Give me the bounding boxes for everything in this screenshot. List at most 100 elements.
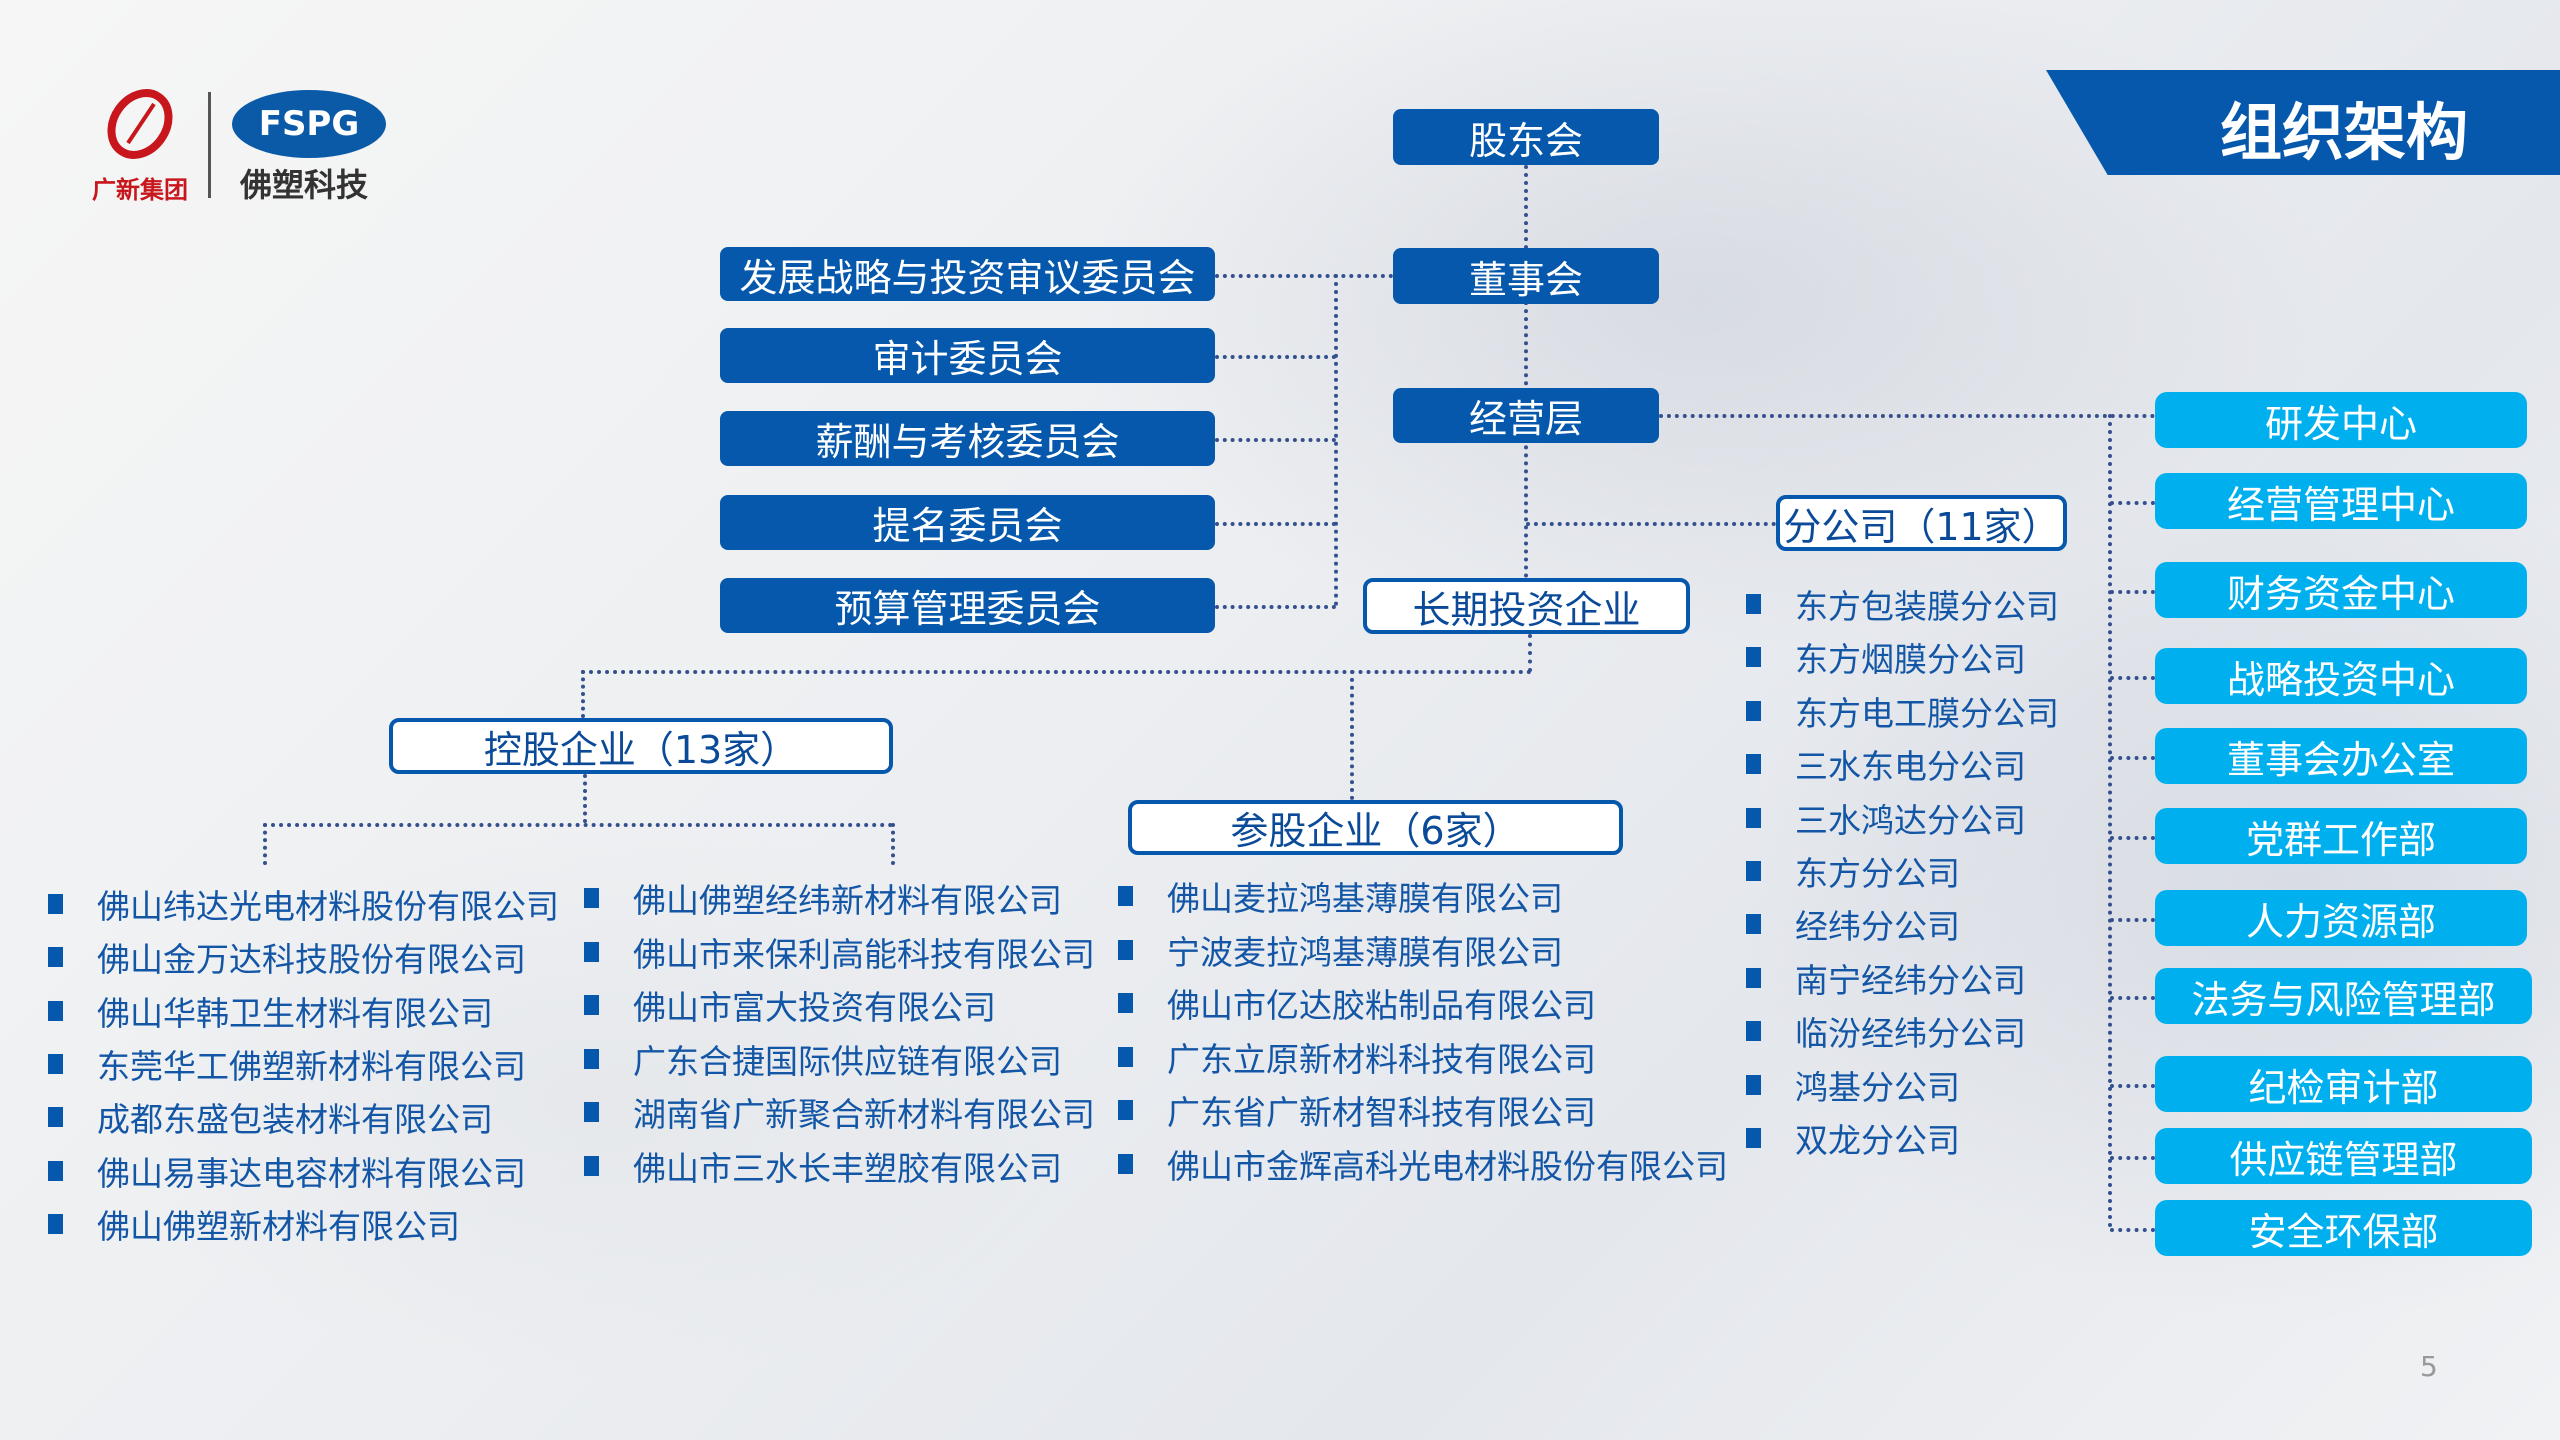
bullet-icon [1746, 967, 1761, 988]
bullet-icon [1746, 861, 1761, 881]
bullet-icon [1746, 647, 1761, 668]
list-item-label: 广东合捷国际供应链有限公司 [633, 1041, 1062, 1081]
list-item-label: 佛山纬达光电材料股份有限公司 [97, 887, 559, 926]
list-item: 广东省广新材智科技有限公司 [1118, 1086, 1596, 1134]
committee-strategy-investment[interactable]: 发展战略与投资审议委员会 [720, 247, 1215, 301]
title-banner [2046, 70, 2560, 175]
connector-line [2110, 1228, 2155, 1232]
list-item-label: 佛山佛塑新材料有限公司 [97, 1206, 460, 1246]
list-item: 佛山华韩卫生材料有限公司 [48, 987, 493, 1035]
bullet-icon [48, 1213, 63, 1234]
list-item: 三水鸿达分公司 [1746, 794, 2026, 842]
committee-audit[interactable]: 审计委员会 [720, 328, 1215, 383]
list-item: 南宁经纬分公司 [1746, 954, 2026, 1002]
bullet-icon [1746, 1074, 1761, 1095]
list-item: 佛山市来保利高能科技有限公司 [584, 928, 1095, 976]
department-box[interactable]: 安全环保部 [2155, 1200, 2532, 1256]
brand-name: 佛塑科技 [240, 166, 369, 204]
bullet-icon [1746, 807, 1761, 828]
bullet-icon [584, 995, 599, 1015]
list-item-label: 宁波麦拉鸿基薄膜有限公司 [1167, 932, 1563, 972]
list-item: 双龙分公司 [1746, 1114, 1960, 1162]
bullet-icon [1746, 914, 1761, 935]
connector-line [2110, 1156, 2155, 1160]
department-box[interactable]: 供应链管理部 [2155, 1128, 2532, 1184]
department-box[interactable]: 人力资源部 [2155, 890, 2527, 946]
department-box[interactable]: 党群工作部 [2155, 808, 2527, 864]
connector-line [2110, 501, 2155, 505]
list-item-label: 东方分公司 [1795, 854, 1960, 893]
bullet-icon [48, 1160, 63, 1181]
associate-companies-box[interactable]: 参股企业（6家） [1128, 800, 1623, 855]
bullet-icon [1746, 1128, 1761, 1148]
list-item-label: 双龙分公司 [1795, 1121, 1960, 1160]
committee-compensation[interactable]: 薪酬与考核委员会 [720, 411, 1215, 466]
board-of-directors-box[interactable]: 董事会 [1393, 248, 1659, 304]
list-item-label: 临汾经纬分公司 [1795, 1014, 2026, 1054]
list-item-label: 广东立原新材料科技有限公司 [1167, 1039, 1596, 1079]
list-item-label: 佛山市三水长丰塑胶有限公司 [633, 1148, 1062, 1188]
list-item-label: 东方烟膜分公司 [1795, 640, 2026, 680]
list-item: 佛山纬达光电材料股份有限公司 [48, 880, 559, 928]
department-box[interactable]: 经营管理中心 [2155, 473, 2527, 529]
list-item-label: 东方电工膜分公司 [1795, 693, 2059, 733]
list-item: 东方包装膜分公司 [1746, 580, 2059, 628]
fspg-logo: FSPG [232, 90, 386, 158]
list-item: 成都东盛包装材料有限公司 [48, 1093, 493, 1141]
bullet-icon [584, 1048, 599, 1069]
list-item-label: 鸿基分公司 [1795, 1067, 1960, 1107]
list-item: 佛山市富大投资有限公司 [584, 981, 996, 1029]
bullet-icon [1118, 939, 1133, 960]
list-item: 宁波麦拉鸿基薄膜有限公司 [1118, 926, 1563, 974]
bullet-icon [1746, 700, 1761, 721]
list-item: 佛山市亿达胶粘制品有限公司 [1118, 979, 1596, 1027]
connector-line [2110, 1084, 2155, 1088]
list-item: 东莞华工佛塑新材料有限公司 [48, 1040, 526, 1088]
connector-line [2110, 836, 2155, 840]
bullet-icon [584, 1155, 599, 1176]
guangxin-logo: 广新集团 [88, 88, 192, 204]
department-box[interactable]: 法务与风险管理部 [2155, 968, 2532, 1024]
department-box[interactable]: 战略投资中心 [2155, 648, 2527, 704]
list-item-label: 佛山佛塑经纬新材料有限公司 [633, 881, 1062, 920]
guangxin-emblem-icon [107, 89, 173, 159]
bullet-icon [48, 894, 63, 914]
list-item: 佛山市金辉高科光电材料股份有限公司 [1118, 1140, 1728, 1188]
bullet-icon [1746, 754, 1761, 775]
group-name: 广新集团 [92, 176, 188, 204]
connector-line [2110, 676, 2155, 680]
list-item: 三水东电分公司 [1746, 740, 2026, 788]
department-box[interactable]: 研发中心 [2155, 392, 2527, 448]
department-box[interactable]: 财务资金中心 [2155, 562, 2527, 618]
list-item: 东方分公司 [1746, 847, 1960, 895]
logo-divider [208, 92, 211, 198]
committee-nomination[interactable]: 提名委员会 [720, 495, 1215, 550]
bullet-icon [1746, 1021, 1761, 1042]
long-term-investment-box[interactable]: 长期投资企业 [1363, 578, 1690, 634]
shareholders-meeting-box[interactable]: 股东会 [1393, 109, 1659, 165]
committee-budget[interactable]: 预算管理委员会 [720, 578, 1215, 633]
list-item-label: 佛山市来保利高能科技有限公司 [633, 934, 1095, 974]
list-item-label: 佛山市金辉高科光电材料股份有限公司 [1167, 1146, 1728, 1186]
list-item: 佛山市三水长丰塑胶有限公司 [584, 1142, 1062, 1190]
bullet-icon [1118, 1100, 1133, 1120]
list-item-label: 东方包装膜分公司 [1795, 587, 2059, 626]
list-item: 广东合捷国际供应链有限公司 [584, 1035, 1062, 1083]
management-box[interactable]: 经营层 [1393, 388, 1659, 443]
list-item: 广东立原新材料科技有限公司 [1118, 1033, 1596, 1081]
list-item-label: 湖南省广新聚合新材料有限公司 [633, 1095, 1095, 1134]
list-item: 佛山麦拉鸿基薄膜有限公司 [1118, 872, 1563, 920]
list-item-label: 三水鸿达分公司 [1795, 800, 2026, 840]
connector-line [2110, 756, 2155, 760]
holding-companies-box[interactable]: 控股企业（13家） [389, 718, 893, 774]
list-item-label: 佛山易事达电容材料有限公司 [97, 1153, 526, 1193]
department-box[interactable]: 董事会办公室 [2155, 728, 2527, 784]
list-item-label: 三水东电分公司 [1795, 747, 2026, 787]
department-box[interactable]: 纪检审计部 [2155, 1056, 2532, 1112]
list-item: 佛山佛塑经纬新材料有限公司 [584, 874, 1062, 922]
bullet-icon [584, 1102, 599, 1122]
list-item: 鸿基分公司 [1746, 1061, 1960, 1109]
list-item-label: 佛山市富大投资有限公司 [633, 988, 996, 1027]
list-item: 湖南省广新聚合新材料有限公司 [584, 1088, 1095, 1136]
branches-box[interactable]: 分公司（11家） [1776, 495, 2067, 551]
